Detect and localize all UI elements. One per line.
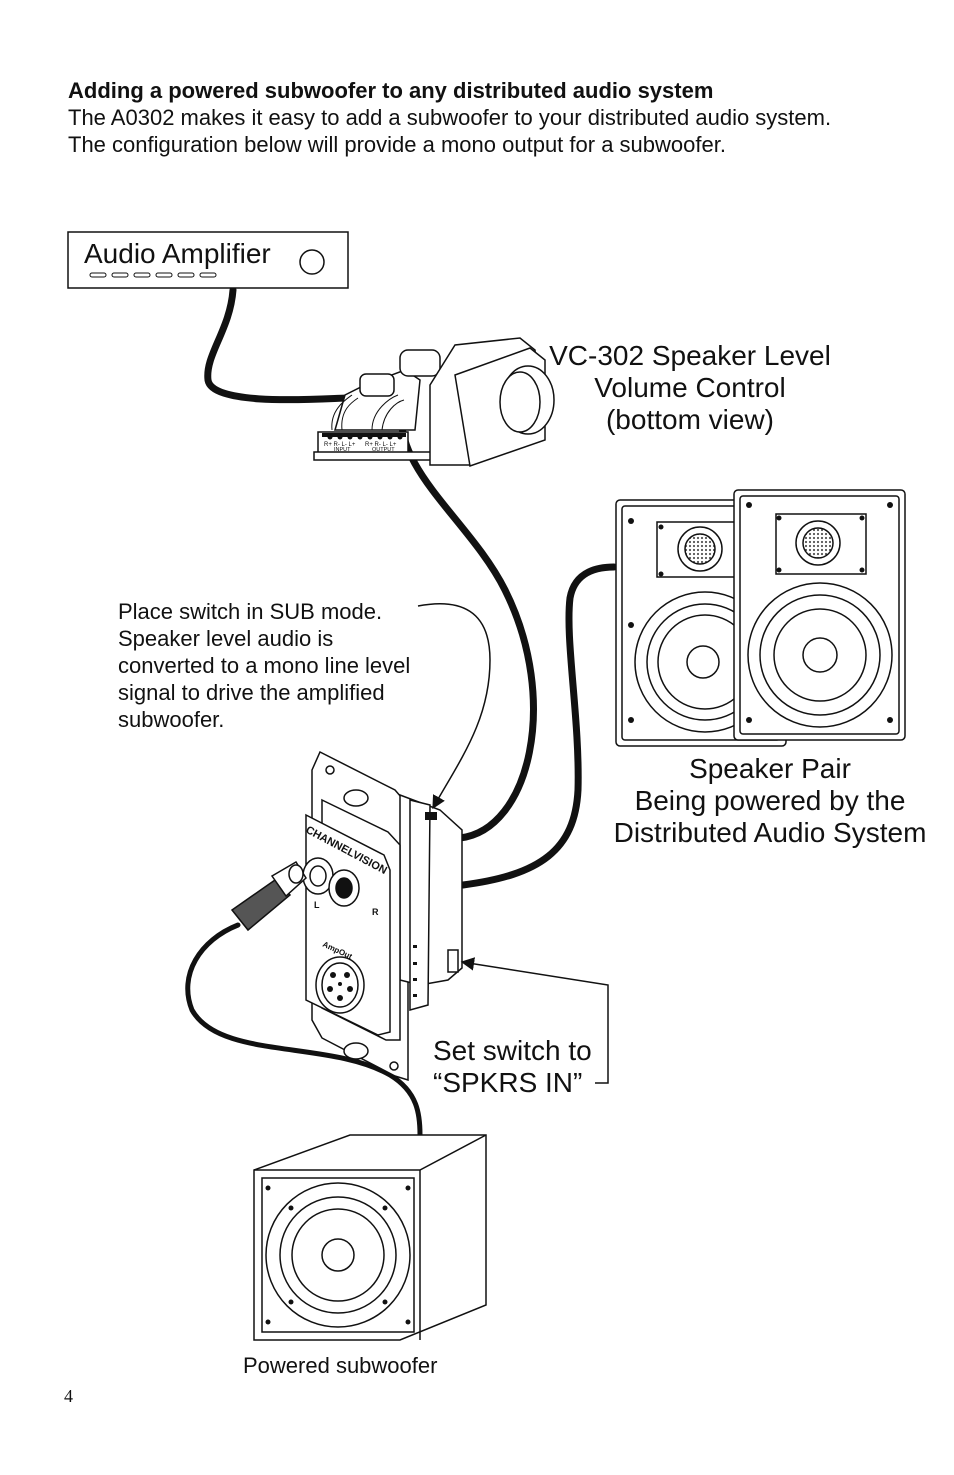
- vc-terminal-block: [322, 433, 406, 440]
- cables: [185, 286, 618, 1138]
- subwoofer-label: Powered subwoofer: [243, 1353, 438, 1378]
- note-line: Place switch in SUB mode.: [118, 599, 383, 624]
- audio-amplifier: [67, 231, 349, 289]
- vc-input-label: INPUT: [334, 447, 351, 453]
- switch-line: “SPKRS IN”: [433, 1067, 583, 1098]
- spkrs-in-switch: [447, 949, 459, 973]
- amp-indicator-lights: [89, 272, 217, 278]
- amp-to-vc-cable: [204, 286, 352, 404]
- vc-input-terminal-labels: R+ R- L- L+: [324, 442, 356, 448]
- vc-label-line: VC-302 Speaker Level: [549, 340, 831, 371]
- ampout-connector-icon: [315, 956, 365, 1014]
- right-woofer-icon: [802, 637, 838, 673]
- vc-output-terminal-labels: R+ R- L- L+: [365, 442, 397, 448]
- speaker-label-line: Distributed Audio System: [613, 817, 927, 848]
- note-line: signal to drive the amplified: [118, 680, 385, 705]
- rca-jack-right-icon: [328, 869, 360, 907]
- sub-mode-callout-arrow: [417, 603, 491, 810]
- page-heading: Adding a powered subwoofer to any distri…: [68, 78, 714, 103]
- note-line: converted to a mono line level: [118, 653, 411, 678]
- side-switches: [413, 812, 437, 997]
- plate-to-subwoofer-cable: [185, 922, 423, 1138]
- note-line: Speaker level audio is: [118, 626, 334, 651]
- left-woofer-icon: [686, 645, 720, 679]
- switch-callout-arrow: [460, 957, 609, 1084]
- speaker-pair-label: Speaker Pair Being powered by the Distri…: [600, 753, 940, 849]
- subwoofer-driver-icon: [321, 1238, 355, 1272]
- intro-line: The A0302 makes it easy to add a subwoof…: [68, 105, 832, 130]
- vc-to-plate-cable: [397, 401, 537, 842]
- speaker-pair: [615, 489, 906, 747]
- switch-instruction: Set switch to “SPKRS IN”: [433, 1035, 592, 1099]
- sub-mode-note: Place switch in SUB mode. Speaker level …: [118, 598, 458, 733]
- a0302-wall-plate: CHANNELVISION L R AmpOut: [230, 750, 463, 1082]
- switch-line: Set switch to: [433, 1035, 592, 1066]
- right-speaker: [733, 489, 906, 741]
- rca-plug-icon: [230, 860, 307, 932]
- page-number: 4: [64, 1386, 73, 1406]
- speaker-label-line: Being powered by the: [634, 785, 906, 816]
- note-line: subwoofer.: [118, 707, 225, 732]
- jack-label-l: L: [314, 900, 320, 910]
- vc-302-label: VC-302 Speaker Level Volume Control (bot…: [540, 340, 840, 436]
- jack-label-r: R: [372, 907, 379, 917]
- intro-line: The configuration below will provide a m…: [68, 132, 726, 157]
- powered-subwoofer: [253, 1134, 487, 1341]
- plate-to-speakers-cable: [459, 563, 618, 889]
- vc-302-volume-control: R+ R- L- L+ R+ R- L- L+ INPUT OUTPUT: [313, 337, 555, 468]
- intro-text: The A0302 makes it easy to add a subwoof…: [68, 104, 831, 158]
- vc-output-label: OUTPUT: [372, 447, 395, 453]
- amp-knob-icon: [299, 249, 325, 275]
- vc-label-line: (bottom view): [605, 404, 775, 435]
- vc-label-line: Volume Control: [594, 372, 786, 403]
- speaker-label-line: Speaker Pair: [689, 753, 851, 784]
- amplifier-label: Audio Amplifier: [84, 238, 271, 269]
